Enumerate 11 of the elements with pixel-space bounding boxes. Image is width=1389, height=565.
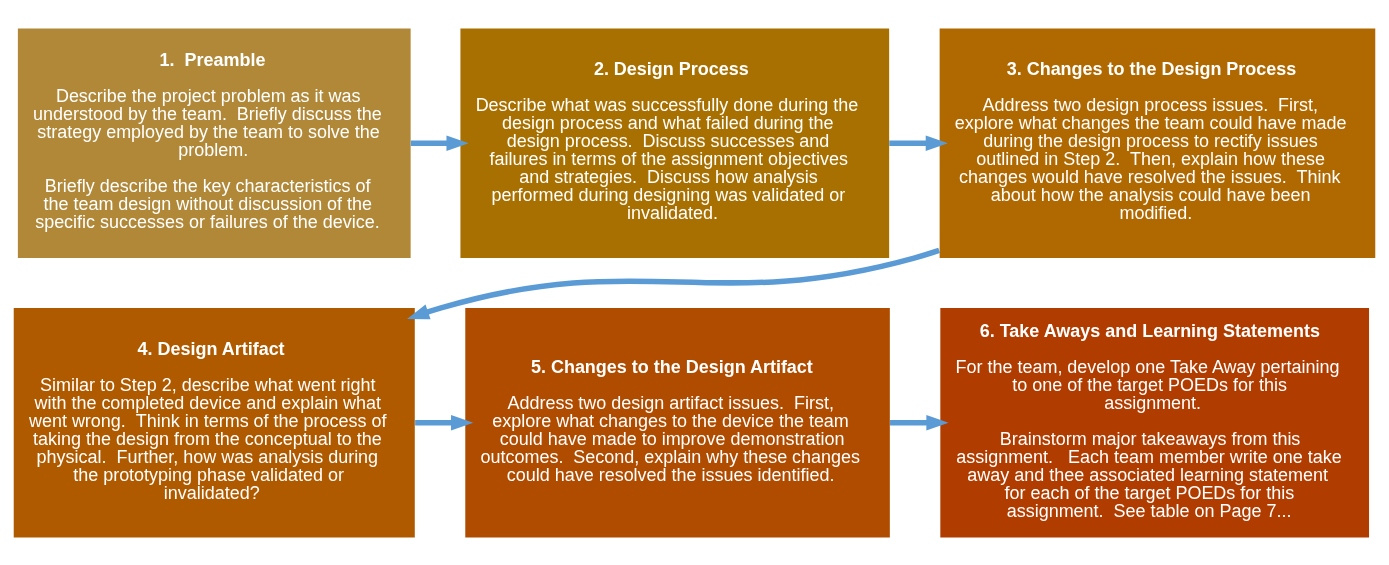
arrow xyxy=(889,135,948,151)
arrow xyxy=(415,414,474,430)
node-box: 6. Take Aways and Learning Statements For the team, develop one Take Away pertaining to one of the target POEDs for this assignment. Brainstorm major takeaways from this assignment. Each team member write one take away and thee associated learning statement for each of the target POEDs for this assignment. See table on Page 7... xyxy=(940,307,1370,537)
node-box: 5. Changes to the Design Artifact Address two design artifact issues. First, explore what changes to the device the team could have made to improve demonstration outcomes. Second, explain why these changes could have resolved the issues identified. xyxy=(465,307,890,537)
node-box: 3. Changes to the Design Process Address two design process issues. First, explore what changes the team could have made during the design process to rectify issues outlined in Step 2. Then, explain how these changes would have resolved the issues. Think about how the analysis could have been modified. xyxy=(939,28,1376,258)
arrow xyxy=(410,135,469,151)
arrow xyxy=(407,247,940,319)
node-box: 4. Design Artifact Similar to Step 2, describe what went right with the completed device and explain what went wrong. Think in terms of the process of taking the design from the conceptual to the physical. Further, how was analysis during the prototyping phase validated or invalidated? xyxy=(13,307,415,537)
node-box: 1. Preamble Describe the project problem as it was understood by the team. Briefly discuss the strategy employed by the team to solve the problem. Briefly describe the key characteristics of the team design without discussion of the specific successes or failures of the device. xyxy=(17,28,411,258)
arrow xyxy=(890,414,949,430)
node-box: 2. Design Process Describe what was successfully done during the design process and what failed during the design process. Discuss successes and failures in terms of the assignment objectives and strategies. Discuss how analysis performed during designing was validated or invalidated. xyxy=(460,28,890,258)
